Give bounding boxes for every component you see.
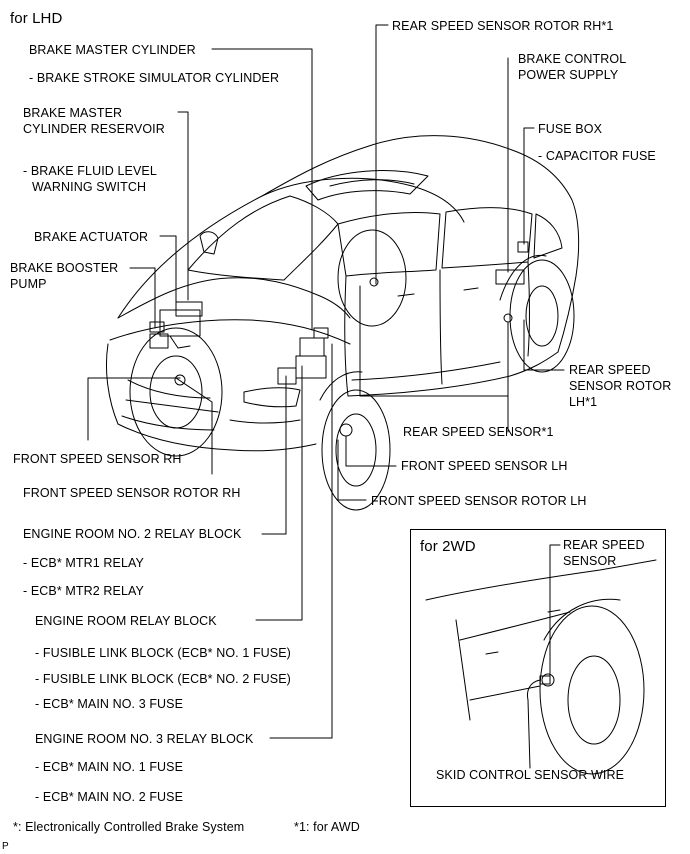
label-ecb-mtr2-relay: - ECB* MTR2 RELAY [23,584,144,598]
leader-line [345,435,397,467]
leader-line [211,48,313,331]
label-rear-rotor-lh-line2: SENSOR ROTOR [569,379,672,393]
label-brake-control-line1: BRAKE CONTROL [518,52,627,66]
label-fuse-box: FUSE BOX [538,122,603,136]
inset-rear-speed-line1: REAR SPEED [563,538,645,552]
leader-line [549,544,561,677]
leader-line [375,24,389,285]
label-engine-room-no3-relay-block: ENGINE ROOM NO. 3 RELAY BLOCK [35,732,254,746]
leader-line [523,319,565,371]
leader-line [359,285,509,433]
label-fusible-link-no2: - FUSIBLE LINK BLOCK (ECB* NO. 2 FUSE) [35,672,291,686]
label-brake-stroke-simulator: - BRAKE STROKE SIMULATOR CYLINDER [29,71,280,85]
inset-rear-speed-line2: SENSOR [563,554,617,568]
label-ecb-main-no1: - ECB* MAIN NO. 1 FUSE [35,760,184,774]
label-brake-control-line2: POWER SUPPLY [518,68,619,82]
label-rear-speed-sensor-awd: REAR SPEED SENSOR*1 [403,425,554,439]
leader-line [261,375,287,535]
leader-line [337,439,367,501]
label-reservoir-line2: CYLINDER RESERVOIR [23,122,165,136]
inset-2wd-box [410,529,666,807]
label-capacitor-fuse: - CAPACITOR FUSE [538,149,656,163]
inset-skid-control-wire: SKID CONTROL SENSOR WIRE [436,768,625,782]
label-rear-rotor-lh-line3: LH*1 [569,395,598,409]
label-front-speed-sensor-rh: FRONT SPEED SENSOR RH [13,452,182,466]
leader-line [269,343,333,739]
label-brake-actuator: BRAKE ACTUATOR [34,230,149,244]
label-reservoir-line1: BRAKE MASTER [23,106,123,120]
label-fusible-link-no1: - FUSIBLE LINK BLOCK (ECB* NO. 1 FUSE) [35,646,291,660]
label-brake-master-cylinder: BRAKE MASTER CYLINDER [29,43,196,57]
label-engine-room-no2-relay-block: ENGINE ROOM NO. 2 RELAY BLOCK [23,527,242,541]
page-title: for LHD [10,10,63,27]
footnote-ecb: *: Electronically Controlled Brake Syste… [13,820,245,834]
leader-line [177,111,189,301]
label-fluid-level-line2: WARNING SWITCH [32,180,147,194]
label-fluid-level-line1: - BRAKE FLUID LEVEL [23,164,157,178]
label-front-speed-sensor-rotor-rh: FRONT SPEED SENSOR ROTOR RH [23,486,241,500]
label-engine-room-relay-block: ENGINE ROOM RELAY BLOCK [35,614,217,628]
label-rear-speed-sensor-rotor-rh: REAR SPEED SENSOR ROTOR RH*1 [392,19,614,33]
figure-code: P [2,841,9,852]
label-booster-line2: PUMP [10,277,47,291]
leader-line [523,127,535,245]
leader-line [159,235,177,311]
label-ecb-main-no2: - ECB* MAIN NO. 2 FUSE [35,790,184,804]
leader-line [87,377,181,441]
label-ecb-main-no3: - ECB* MAIN NO. 3 FUSE [35,697,184,711]
leader-line [255,365,303,621]
label-rear-rotor-lh-line1: REAR SPEED [569,363,651,377]
label-booster-line1: BRAKE BOOSTER [10,261,119,275]
footnote-awd: *1: for AWD [294,820,360,834]
leader-line [175,377,213,475]
inset-title: for 2WD [420,538,476,555]
vehicle-body-outline [117,135,580,353]
label-front-speed-sensor-lh: FRONT SPEED SENSOR LH [401,459,568,473]
label-front-speed-sensor-rotor-lh: FRONT SPEED SENSOR ROTOR LH [371,494,587,508]
leader-line [129,267,156,329]
label-ecb-mtr1-relay: - ECB* MTR1 RELAY [23,556,144,570]
